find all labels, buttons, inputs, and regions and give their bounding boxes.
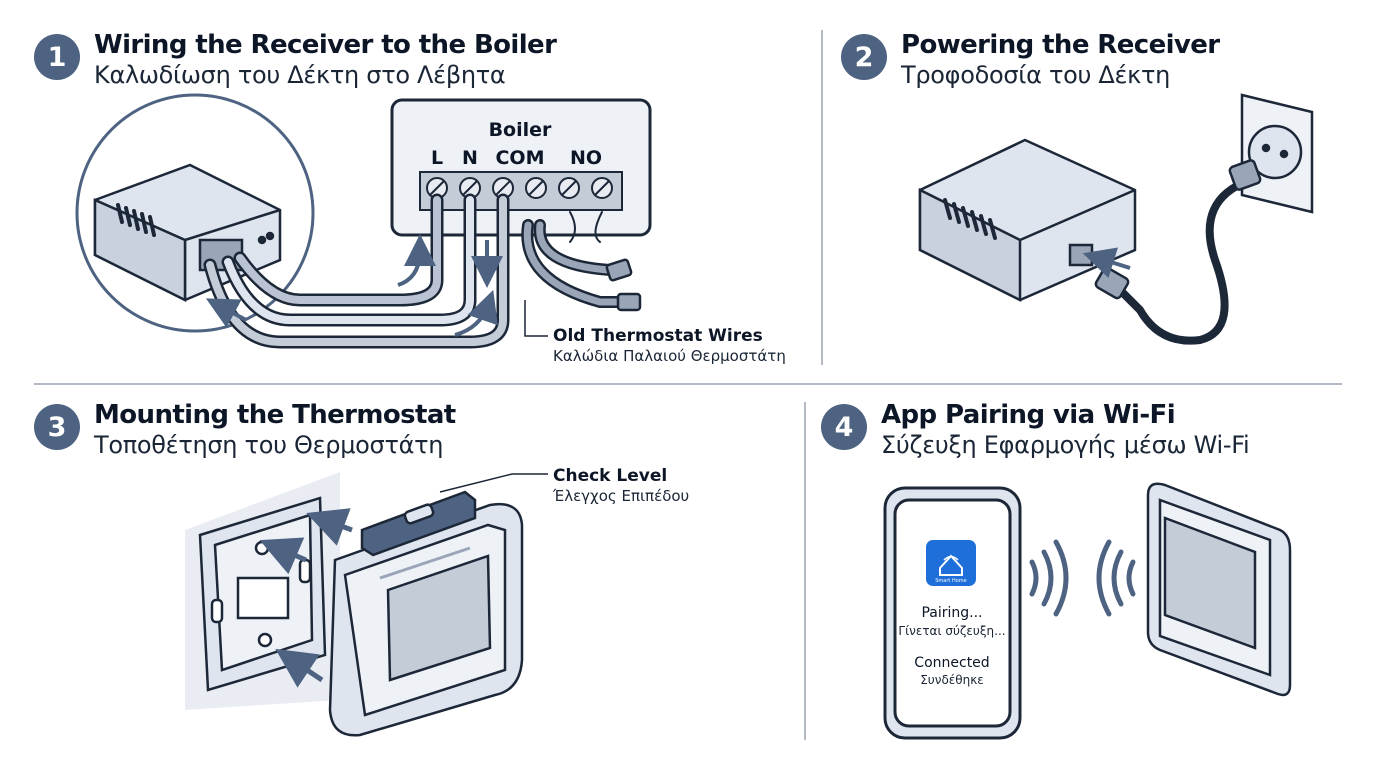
step-4-subtitle: Σύζευξη Εφαρμογής μέσω Wi-Fi bbox=[881, 431, 1250, 459]
thermostat-device bbox=[328, 502, 524, 737]
terminal-label-l: L bbox=[431, 147, 443, 169]
step-3-title: Mounting the Thermostat bbox=[94, 400, 456, 430]
step-1-title: Wiring the Receiver to the Boiler bbox=[94, 30, 557, 60]
terminal-label-com: COM bbox=[495, 147, 544, 169]
app-icon-label: Smart Home bbox=[935, 578, 966, 584]
step-1-number: 1 bbox=[34, 34, 80, 80]
terminal-screws bbox=[426, 177, 613, 199]
wall-outlet bbox=[1240, 93, 1314, 214]
connected-status-en: Connected bbox=[914, 655, 989, 671]
wifi-waves-icon bbox=[1029, 539, 1136, 617]
connected-status-el: Συνδέθηκε bbox=[920, 673, 984, 687]
old-wire-caps bbox=[605, 258, 642, 312]
plug-arrow bbox=[1082, 247, 1131, 279]
wiring-arrows bbox=[205, 234, 503, 337]
terminal-label-n: N bbox=[462, 147, 478, 169]
step-4-header: 4 App Pairing via Wi-Fi Σύζευξη Εφαρμογή… bbox=[821, 400, 1250, 460]
power-cable bbox=[1116, 176, 1254, 345]
check-level-label-en: Check Level bbox=[553, 466, 667, 486]
spirit-level bbox=[360, 490, 477, 557]
step-3-number: 3 bbox=[34, 404, 80, 450]
mounting-arrows bbox=[259, 508, 353, 688]
step-3-header: 3 Mounting the Thermostat Τοποθέτηση του… bbox=[34, 400, 456, 460]
thermostat-device-4 bbox=[1146, 482, 1292, 697]
step-2-number: 2 bbox=[841, 34, 887, 80]
smart-home-app-icon bbox=[926, 540, 976, 586]
pairing-status-en: Pairing... bbox=[921, 605, 982, 621]
step-1-subtitle: Καλωδίωση του Δέκτη στο Λέβητα bbox=[94, 61, 506, 89]
step-4-number: 4 bbox=[821, 404, 867, 450]
boiler-label: Boiler bbox=[489, 119, 552, 141]
step-2-title: Powering the Receiver bbox=[901, 30, 1220, 60]
old-wires-label-el: Καλώδια Παλαιού Θερμοστάτη bbox=[553, 347, 786, 365]
step-4-title: App Pairing via Wi-Fi bbox=[881, 400, 1176, 430]
step-2-header: 2 Powering the Receiver Τροφοδοσία του Δ… bbox=[841, 30, 1220, 90]
step-2-subtitle: Τροφοδοσία του Δέκτη bbox=[901, 61, 1171, 89]
old-wires-label-en: Old Thermostat Wires bbox=[553, 326, 763, 346]
step-1-header: 1 Wiring the Receiver to the Boiler Καλω… bbox=[34, 30, 557, 90]
step-3-subtitle: Τοποθέτηση του Θερμοστάτη bbox=[94, 431, 444, 459]
receiver-device-2 bbox=[918, 138, 1137, 303]
boiler-panel bbox=[390, 98, 652, 237]
check-level-leader bbox=[439, 473, 548, 493]
smartphone bbox=[883, 486, 1022, 740]
terminal-label-no: NO bbox=[570, 147, 602, 169]
check-level-label-el: Έλεγχος Επιπέδου bbox=[552, 487, 689, 505]
old-wires-leader bbox=[524, 300, 548, 337]
pairing-status-el: Γίνεται σύζευξη... bbox=[898, 624, 1005, 638]
